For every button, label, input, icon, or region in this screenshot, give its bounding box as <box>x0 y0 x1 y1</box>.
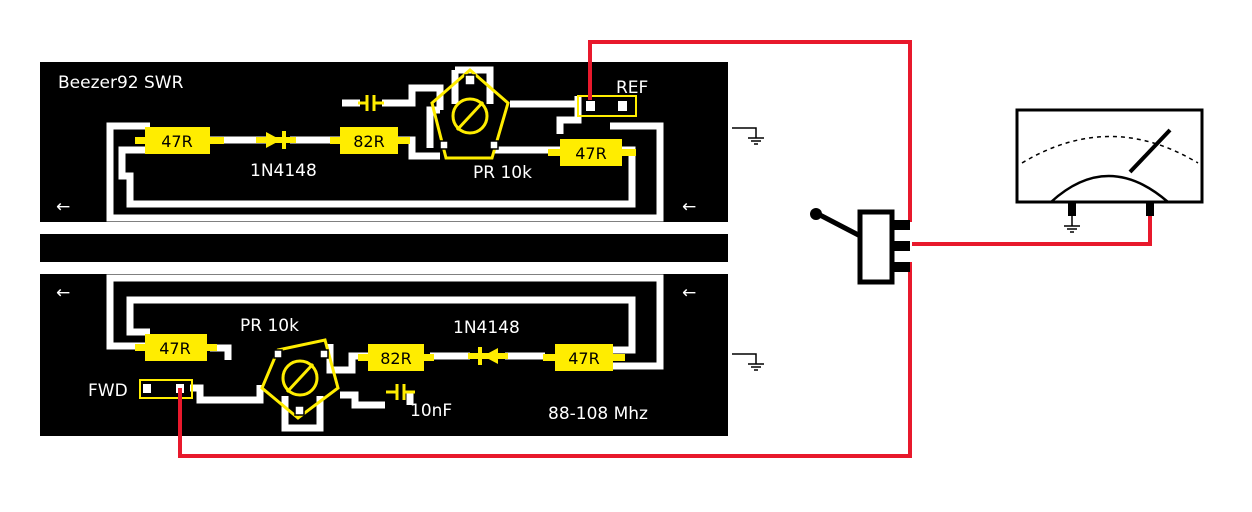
top-diode-label: 1N4148 <box>250 161 317 181</box>
top-resistor-mid: 82R <box>330 127 410 154</box>
bottom-resistor-right-label: 47R <box>568 349 599 368</box>
top-arrow-left: ← <box>56 197 70 217</box>
top-resistor-right: 47R <box>548 139 636 166</box>
bottom-arrow-right: ← <box>682 283 696 303</box>
top-trimmer-icon <box>430 68 510 160</box>
bottom-resistor-mid-label: 82R <box>380 349 411 368</box>
bottom-resistor-left-label: 47R <box>159 339 190 358</box>
bottom-trimmer-label: PR 10k <box>240 316 299 336</box>
bottom-resistor-left: 47R <box>135 334 217 361</box>
bottom-trimmer-traces <box>281 396 324 432</box>
top-capacitor-label: 10nF <box>316 80 356 99</box>
top-resistor-right-label: 47R <box>575 144 606 163</box>
top-arrow-right: ← <box>682 197 696 217</box>
top-resistor-left-label: 47R <box>161 132 192 151</box>
bottom-trimmer-icon <box>260 338 340 420</box>
bottom-capacitor-icon <box>386 384 415 400</box>
ground-symbol-icon <box>732 353 764 371</box>
bottom-resistor-mid: 82R <box>358 344 434 371</box>
top-trimmer-traces <box>451 66 494 104</box>
bottom-diode <box>468 347 508 365</box>
ground-symbol-icon <box>732 127 764 145</box>
bottom-capacitor-label: 10nF <box>410 401 452 421</box>
bottom-traces <box>106 274 664 409</box>
board-title: Beezer92 SWR <box>58 73 184 93</box>
pcb-center-strip <box>40 234 728 262</box>
red-wiring <box>178 40 1152 458</box>
fwd-label: FWD <box>88 381 128 401</box>
toggle-switch-icon <box>810 208 910 285</box>
top-resistor-mid-label: 82R <box>353 132 384 151</box>
bottom-diode-label: 1N4148 <box>453 318 520 338</box>
top-capacitor-icon <box>358 95 384 111</box>
ref-label: REF <box>616 78 648 98</box>
band-label: 88-108 Mhz <box>548 404 648 424</box>
top-resistor-left: 47R <box>135 127 224 154</box>
analog-meter-icon <box>1015 108 1204 233</box>
top-diode <box>256 131 296 149</box>
top-trimmer-label: PR 10k <box>473 163 532 183</box>
bottom-resistor-right: 47R <box>543 344 625 371</box>
ref-port <box>577 95 637 117</box>
bottom-arrow-left: ← <box>56 283 70 303</box>
